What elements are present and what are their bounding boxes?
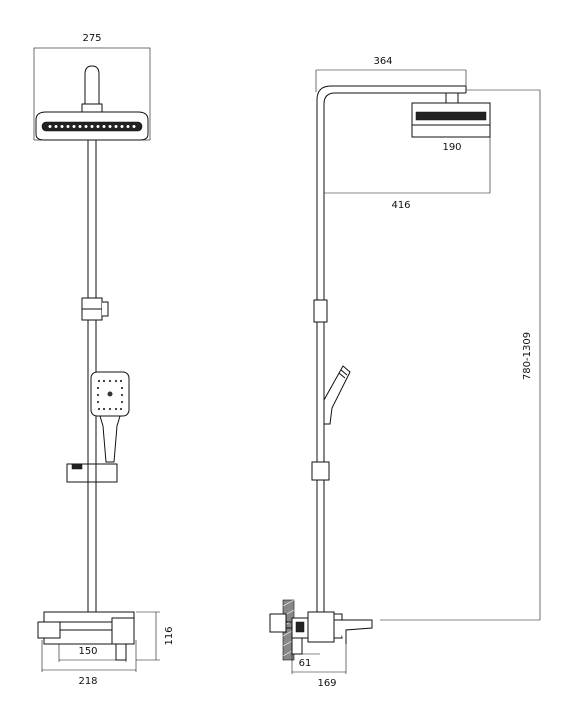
front-mixer-body	[37, 611, 135, 661]
front-shower-arm	[84, 65, 100, 106]
side-arm-inner	[323, 92, 466, 300]
dim-side-head-width: 190	[442, 142, 461, 153]
dim-front-height: 116	[164, 626, 175, 645]
front-slider-collar	[81, 297, 109, 321]
dim-side-wall-offset: 61	[299, 658, 312, 669]
dim-front-head-width: 275	[82, 33, 101, 44]
front-hand-shower-holder	[66, 463, 118, 483]
dim-side-projection: 416	[391, 200, 410, 211]
front-rain-shower-head	[35, 111, 149, 141]
dim-front-base-outer: 218	[78, 676, 97, 687]
side-rain-shower-head	[411, 102, 491, 138]
side-dimension-lines	[291, 640, 347, 674]
dim-side-depth: 169	[317, 678, 336, 689]
front-view: 275	[33, 33, 175, 687]
side-hand-shower	[323, 365, 351, 425]
side-head-connector	[445, 92, 459, 104]
side-hand-shower-holder	[311, 461, 330, 481]
side-arm-outer	[316, 85, 466, 300]
side-view: 364 190 416 780-1309	[269, 56, 541, 689]
front-dimension-lines	[41, 611, 160, 672]
dim-side-arm-length: 364	[373, 56, 392, 67]
dim-front-base-inner: 150	[78, 646, 97, 657]
side-slider-collar	[313, 299, 328, 323]
front-arm-connector	[81, 103, 103, 113]
front-hand-shower	[90, 371, 130, 463]
dim-side-height-range: 780-1309	[522, 332, 533, 380]
side-mixer-body	[269, 611, 373, 655]
